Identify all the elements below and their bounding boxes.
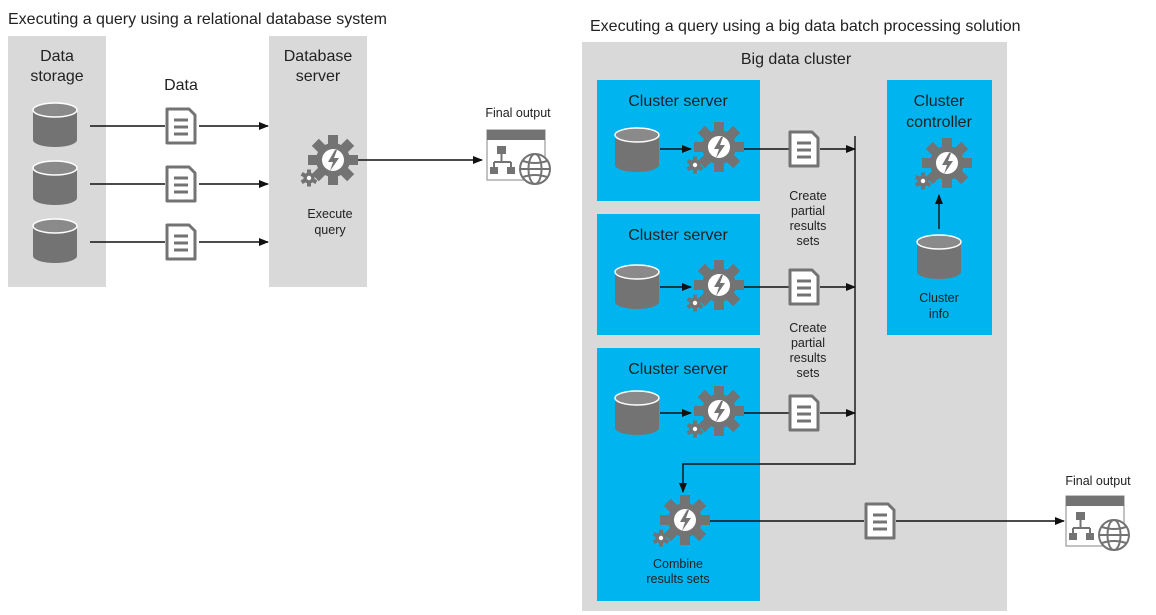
combine-label-line2: results sets: [646, 572, 709, 586]
right-final-output-label: Final output: [1065, 474, 1131, 488]
database-icon: [614, 127, 660, 173]
controller-label-line2: controller: [906, 114, 972, 131]
document-icon: [788, 268, 820, 306]
sitemap-globe-icon: [486, 129, 551, 185]
data-storage-label-line2: storage: [30, 68, 83, 85]
document-icon: [165, 107, 197, 145]
partial-results-line: Create: [789, 189, 827, 203]
combine-label-line1: Combine: [653, 557, 703, 571]
right-title: Executing a query using a big data batch…: [590, 18, 1021, 35]
database-icon: [32, 160, 78, 206]
cluster-label: Big data cluster: [741, 51, 852, 68]
database-icon: [614, 264, 660, 310]
document-icon: [788, 394, 820, 432]
document-icon: [864, 502, 896, 540]
partial-results-line: partial: [791, 204, 825, 218]
partial-results-line: partial: [791, 336, 825, 350]
partial-results-line: results: [790, 219, 827, 233]
sitemap-globe-icon: [1065, 495, 1130, 551]
database-icon: [32, 102, 78, 148]
database-icon: [32, 218, 78, 264]
data-label: Data: [164, 77, 198, 94]
cluster-info-line1: Cluster: [919, 291, 959, 305]
cluster-info-line2: info: [929, 307, 949, 321]
database-icon: [614, 390, 660, 436]
collector-to-combine-arrow: [679, 136, 856, 493]
execute-label-line2: query: [314, 223, 346, 237]
document-icon: [788, 130, 820, 168]
partial-results-line: Create: [789, 321, 827, 335]
cluster-server-label: Cluster server: [628, 93, 728, 110]
cluster-server-label: Cluster server: [628, 361, 728, 378]
partial-results-line: results: [790, 351, 827, 365]
controller-label-line1: Cluster: [914, 93, 965, 110]
document-icon: [165, 223, 197, 261]
db-server-label-line2: server: [296, 68, 341, 85]
data-storage-label-line1: Data: [40, 48, 74, 65]
left-final-output-label: Final output: [485, 106, 551, 120]
execute-label-line1: Execute: [307, 207, 352, 221]
partial-results-line: sets: [797, 234, 820, 248]
cluster-server-label: Cluster server: [628, 227, 728, 244]
left-title: Executing a query using a relational dat…: [8, 11, 387, 28]
partial-results-line: sets: [797, 366, 820, 380]
database-icon: [916, 234, 962, 280]
document-icon: [165, 165, 197, 203]
db-server-label-line1: Database: [284, 48, 353, 65]
